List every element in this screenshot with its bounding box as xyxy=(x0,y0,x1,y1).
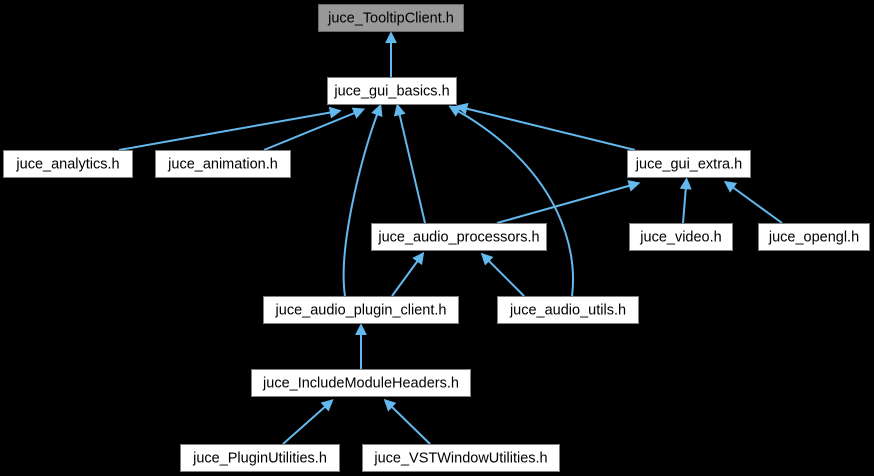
graph-edge-audio_utils-to-audio_processors xyxy=(480,252,525,297)
graph-node-analytics[interactable]: juce_analytics.h xyxy=(3,150,133,178)
graph-edge-audio_utils-to-gui_basics xyxy=(448,105,575,297)
graph-node-label: juce_IncludeModuleHeaders.h xyxy=(263,375,459,392)
graph-edge-analytics-to-gui_basics xyxy=(118,106,342,151)
graph-node-label: juce_opengl.h xyxy=(768,229,860,246)
graph-edge-audio_processors-to-gui_basics xyxy=(393,103,426,224)
graph-node-label: juce_video.h xyxy=(640,229,722,246)
graph-node-label: juce_gui_basics.h xyxy=(334,83,450,100)
graph-edge-opengl-to-gui_extra xyxy=(723,180,783,224)
graph-node-include_module_headers[interactable]: juce_IncludeModuleHeaders.h xyxy=(251,369,471,397)
graph-node-label: juce_audio_utils.h xyxy=(509,302,627,319)
graph-edge-video-to-gui_extra xyxy=(679,177,692,224)
graph-node-label: juce_audio_processors.h xyxy=(378,229,540,246)
graph-node-vst_window_utilities[interactable]: juce_VSTWindowUtilities.h xyxy=(362,444,560,472)
graph-node-label: juce_audio_plugin_client.h xyxy=(275,302,447,319)
graph-edge-animation-to-gui_basics xyxy=(263,107,366,151)
graph-node-label: juce_animation.h xyxy=(168,156,278,173)
graph-node-opengl[interactable]: juce_opengl.h xyxy=(758,223,870,251)
graph-node-label: juce_TooltipClient.h xyxy=(328,10,454,27)
graph-node-label: juce_PluginUtilities.h xyxy=(193,450,327,467)
graph-edge-audio_plugin_client-to-audio_processors xyxy=(391,251,425,297)
graph-node-plugin_utilities[interactable]: juce_PluginUtilities.h xyxy=(180,444,340,472)
graph-edge-audio_plugin_client-to-gui_basics xyxy=(342,103,383,297)
graph-node-audio_processors[interactable]: juce_audio_processors.h xyxy=(371,223,547,251)
graph-edge-audio_processors-to-gui_extra xyxy=(496,180,641,224)
graph-node-label: juce_VSTWindowUtilities.h xyxy=(374,450,548,467)
graph-edge-vst_window_utilities-to-include_module_headers xyxy=(383,398,431,445)
graph-node-gui_basics[interactable]: juce_gui_basics.h xyxy=(327,77,457,105)
graph-node-label: juce_gui_extra.h xyxy=(635,156,743,173)
graph-node-animation[interactable]: juce_animation.h xyxy=(155,150,291,178)
graph-node-audio_plugin_client[interactable]: juce_audio_plugin_client.h xyxy=(263,296,459,324)
graph-node-audio_utils[interactable]: juce_audio_utils.h xyxy=(497,296,639,324)
graph-edge-plugin_utilities-to-include_module_headers xyxy=(282,399,334,445)
graph-node-label: juce_analytics.h xyxy=(16,156,120,173)
graph-edge-gui_extra-to-gui_basics xyxy=(455,102,636,151)
graph-node-gui_extra[interactable]: juce_gui_extra.h xyxy=(627,150,751,178)
graph-node-tooltip_client[interactable]: juce_TooltipClient.h xyxy=(318,4,464,32)
graph-node-video[interactable]: juce_video.h xyxy=(629,223,733,251)
